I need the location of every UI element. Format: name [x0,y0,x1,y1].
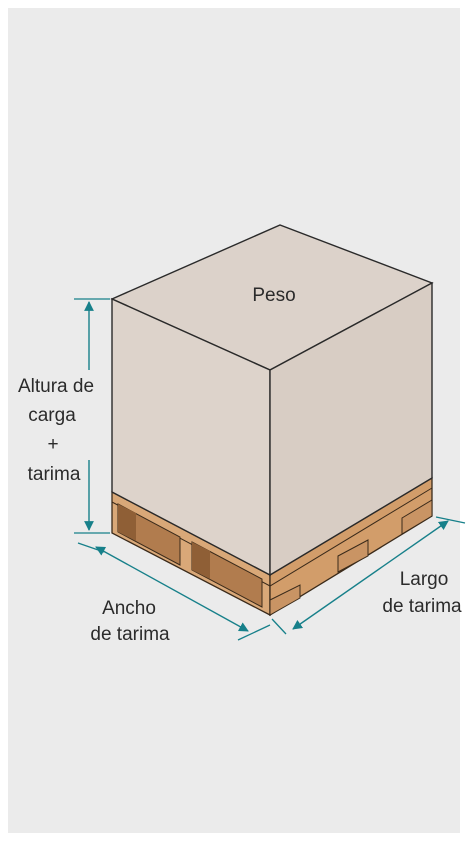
length-label-line1: Largo [400,569,449,590]
height-label-line4: tarima [28,464,81,485]
cargo-box [110,224,434,577]
length-dimension [271,516,466,635]
height-label-line3: + [47,434,58,455]
length-arrow [292,520,449,630]
length-label-line2: de tarima [382,596,462,617]
width-label-line1: Ancho [102,598,156,619]
box-side-face [269,281,433,577]
top-face-label: Peso [252,285,295,306]
width-extension-left [77,542,105,553]
height-label-line1: Altura de [18,376,94,397]
width-extension-right [237,624,271,641]
length-extension-right [435,516,466,524]
length-extension-left [271,618,287,635]
width-arrow [95,546,249,632]
width-label-line2: de tarima [90,624,170,645]
width-dimension [77,542,271,641]
height-dimension [74,298,110,534]
height-label-line2: carga [28,405,76,426]
